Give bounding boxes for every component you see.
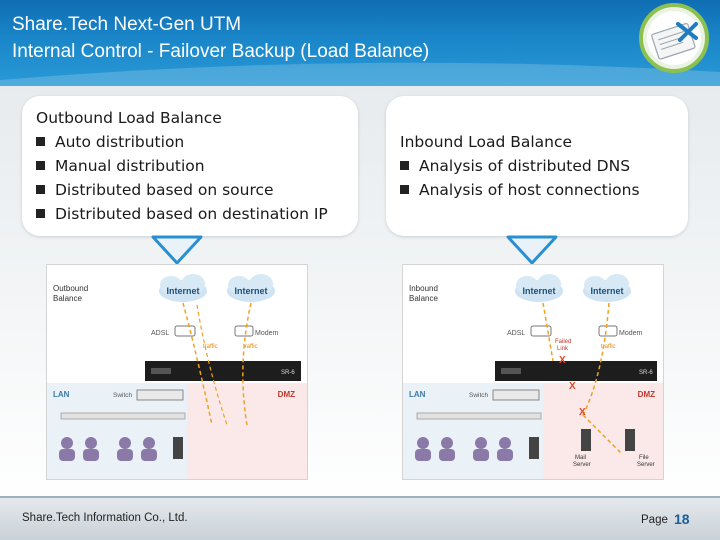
bullet-square-icon [400, 161, 409, 170]
modem-label: Modem [255, 330, 279, 337]
cloud-label: Internet [234, 286, 267, 296]
cloud-icon [515, 274, 563, 302]
file-server-icon [625, 429, 635, 451]
switch-icon [492, 389, 540, 401]
inbound-item-label: Analysis of distributed DNS [419, 157, 631, 175]
lan-label: LAN [53, 390, 70, 399]
utm-appliance-icon [495, 361, 657, 381]
adsl-label: ADSL [507, 330, 525, 337]
bullet-square-icon [400, 185, 409, 194]
dmz-label: DMZ [278, 390, 295, 399]
server-icon [529, 437, 539, 459]
footer-divider [0, 496, 720, 498]
device-label: SR-6 [639, 370, 653, 376]
inbound-item: Analysis of distributed DNS [400, 154, 630, 178]
outbound-item-label: Distributed based on destination IP [55, 205, 328, 223]
switch-label: Switch [469, 392, 489, 399]
bullet-square-icon [36, 209, 45, 218]
inbound-bubble [386, 96, 688, 236]
outbound-item-label: Auto distribution [55, 133, 185, 151]
dmz-label: DMZ [638, 390, 655, 399]
x-mark-icon: X [579, 407, 586, 418]
diagram-title-line1: Inbound [409, 284, 438, 293]
diagram-title-line1: Outbound [53, 284, 88, 293]
inbound-item: Analysis of host connections [400, 178, 640, 202]
switch-icon [136, 389, 184, 401]
inbound-balance-diagram: Inbound Balance Internet Internet ADSL M… [402, 264, 664, 480]
page-label: Page [641, 514, 668, 526]
cloud-label: Internet [166, 286, 199, 296]
outbound-item: Manual distribution [36, 154, 205, 178]
cloud-icon [583, 274, 631, 302]
traffic-label: traffic [203, 344, 218, 350]
outbound-item: Auto distribution [36, 130, 184, 154]
bullet-square-icon [36, 137, 45, 146]
inbound-item-label: Analysis of host connections [419, 181, 640, 199]
mail-server-icon [581, 429, 591, 451]
diagram-title-line2: Balance [53, 294, 82, 303]
server-icon [173, 437, 183, 459]
outbound-item-label: Distributed based on source [55, 181, 274, 199]
page-number: 18 [674, 511, 690, 527]
outbound-item-label: Manual distribution [55, 157, 205, 175]
modem-label: Modem [619, 330, 643, 337]
modem-icon [598, 325, 618, 337]
cloud-label: Internet [522, 286, 555, 296]
utm-appliance-icon [145, 361, 301, 381]
cloud-icon [227, 274, 275, 302]
slide-title-line2: Internal Control - Failover Backup (Load… [12, 41, 430, 62]
outbound-item: Distributed based on destination IP [36, 202, 328, 226]
adsl-label: ADSL [151, 330, 169, 337]
mail-server-label: Server [573, 462, 591, 468]
inbound-heading: Inbound Load Balance [400, 133, 573, 151]
lan-label: LAN [409, 390, 426, 399]
file-server-label: Server [637, 462, 655, 468]
traffic-label: traffic [601, 344, 616, 350]
footer-band [0, 496, 720, 540]
users-group-icon [59, 437, 157, 461]
failed-link-label: Link [557, 346, 569, 352]
bullet-square-icon [36, 161, 45, 170]
down-triangle-icon [151, 235, 203, 265]
failed-link-label: Failed [555, 339, 571, 345]
x-mark-icon: X [559, 355, 566, 366]
outbound-heading: Outbound Load Balance [36, 109, 222, 127]
x-mark-icon: X [569, 381, 576, 392]
header-banner: Share.Tech Next-Gen UTM Internal Control… [0, 0, 720, 90]
diagram-title-line2: Balance [409, 294, 438, 303]
users-group-icon [415, 437, 513, 461]
notepad-check-icon [639, 3, 709, 73]
outbound-balance-diagram: Outbound Balance Internet Internet ADSL … [46, 264, 308, 480]
header-curve [0, 62, 720, 90]
cloud-icon [159, 274, 207, 302]
down-triangle-icon [506, 235, 558, 265]
cloud-label: Internet [590, 286, 623, 296]
slide-title-line1: Share.Tech Next-Gen UTM [12, 14, 242, 35]
bullet-square-icon [36, 185, 45, 194]
outbound-bubble [22, 96, 358, 236]
traffic-label: traffic [243, 344, 258, 350]
modem-icon [234, 325, 254, 337]
device-label: SR-6 [281, 370, 295, 376]
router-icon [530, 325, 552, 337]
file-server-label: File [639, 455, 649, 461]
mail-server-label: Mail [575, 455, 586, 461]
switch-label: Switch [113, 392, 133, 399]
company-name: Share.Tech Information Co., Ltd. [22, 512, 188, 524]
router-icon [174, 325, 196, 337]
outbound-item: Distributed based on source [36, 178, 274, 202]
